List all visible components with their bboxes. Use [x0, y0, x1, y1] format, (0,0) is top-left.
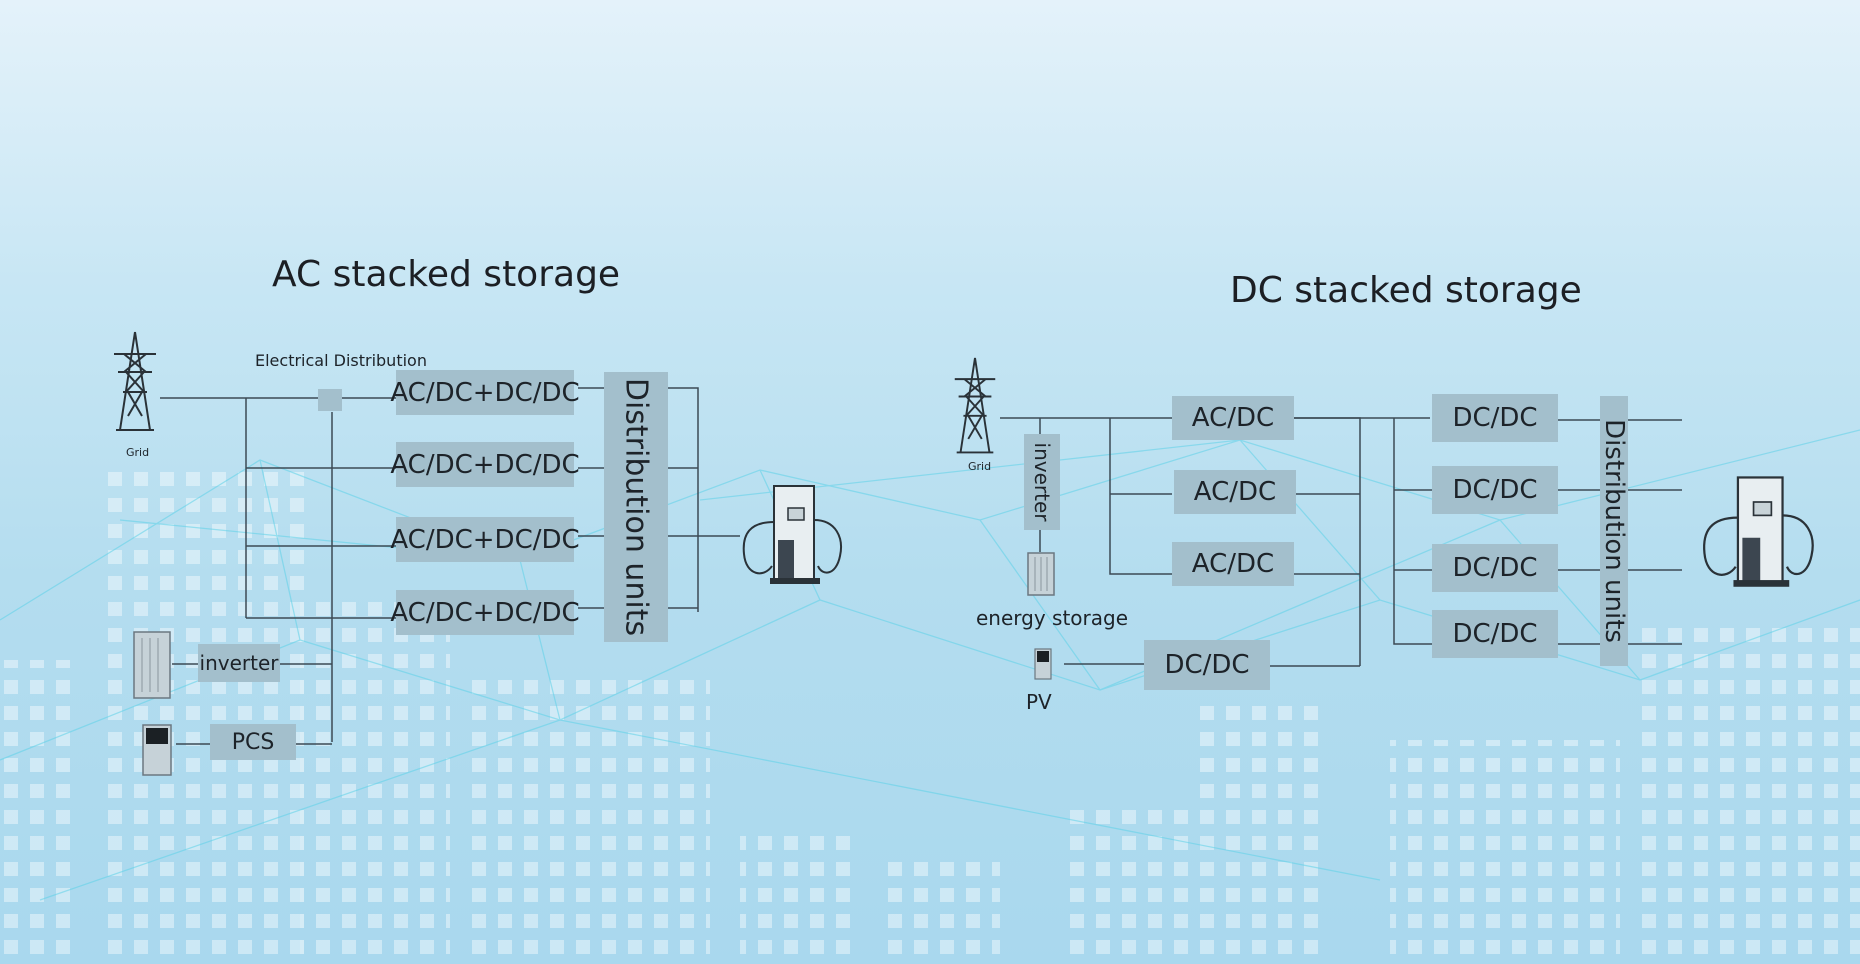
dc-acdc-box: AC/DC [1172, 396, 1294, 440]
dc-dcdc-box: DC/DC [1432, 394, 1558, 442]
electrical-distribution-label: Electrical Distribution [255, 351, 427, 370]
dc-grid-tower-icon [954, 357, 996, 454]
dc-distribution-units: Distribution units [1599, 396, 1629, 666]
ac-converter-box: AC/DC+DC/DC [390, 442, 580, 487]
ac-output-bus [578, 387, 604, 609]
ac-battery-icon [133, 631, 171, 699]
dc-dcdc-box: DC/DC [1432, 544, 1558, 592]
building-silhouettes [0, 470, 1860, 964]
pv-label: PV [1026, 690, 1052, 714]
dc-title: DC stacked storage [1230, 270, 1582, 311]
ac-ev-charger-icon [742, 485, 842, 584]
dc-energy-storage-icon [1027, 552, 1055, 596]
ac-pcs-box: PCS [210, 724, 296, 760]
ac-converter-box: AC/DC+DC/DC [390, 517, 580, 562]
dc-pv-dcdc-box: DC/DC [1144, 640, 1270, 690]
ac-distribution-units: Distribution units [604, 372, 668, 642]
dc-dcdc-box: DC/DC [1432, 610, 1558, 658]
dc-grid-label: Grid [968, 460, 992, 473]
electrical-distribution-node [318, 389, 342, 411]
dc-pv-device-icon [1034, 648, 1052, 680]
ac-grid-tower-icon [114, 331, 156, 431]
ac-converter-box: AC/DC+DC/DC [390, 370, 580, 415]
dc-acdc-box: AC/DC [1172, 542, 1294, 586]
dc-ev-charger-icon [1703, 476, 1814, 587]
ac-title: AC stacked storage [272, 254, 621, 295]
ac-pcs-device-icon [142, 724, 172, 776]
ac-grid-label: Grid [126, 446, 150, 459]
ac-inverter-box: inverter [198, 644, 280, 682]
dc-acdc-box: AC/DC [1174, 470, 1296, 514]
dc-dcdc-box: DC/DC [1432, 466, 1558, 514]
energy-storage-label: energy storage [976, 606, 1129, 630]
ac-converter-box: AC/DC+DC/DC [390, 590, 580, 635]
dc-inverter-box: inverter [1024, 434, 1060, 530]
